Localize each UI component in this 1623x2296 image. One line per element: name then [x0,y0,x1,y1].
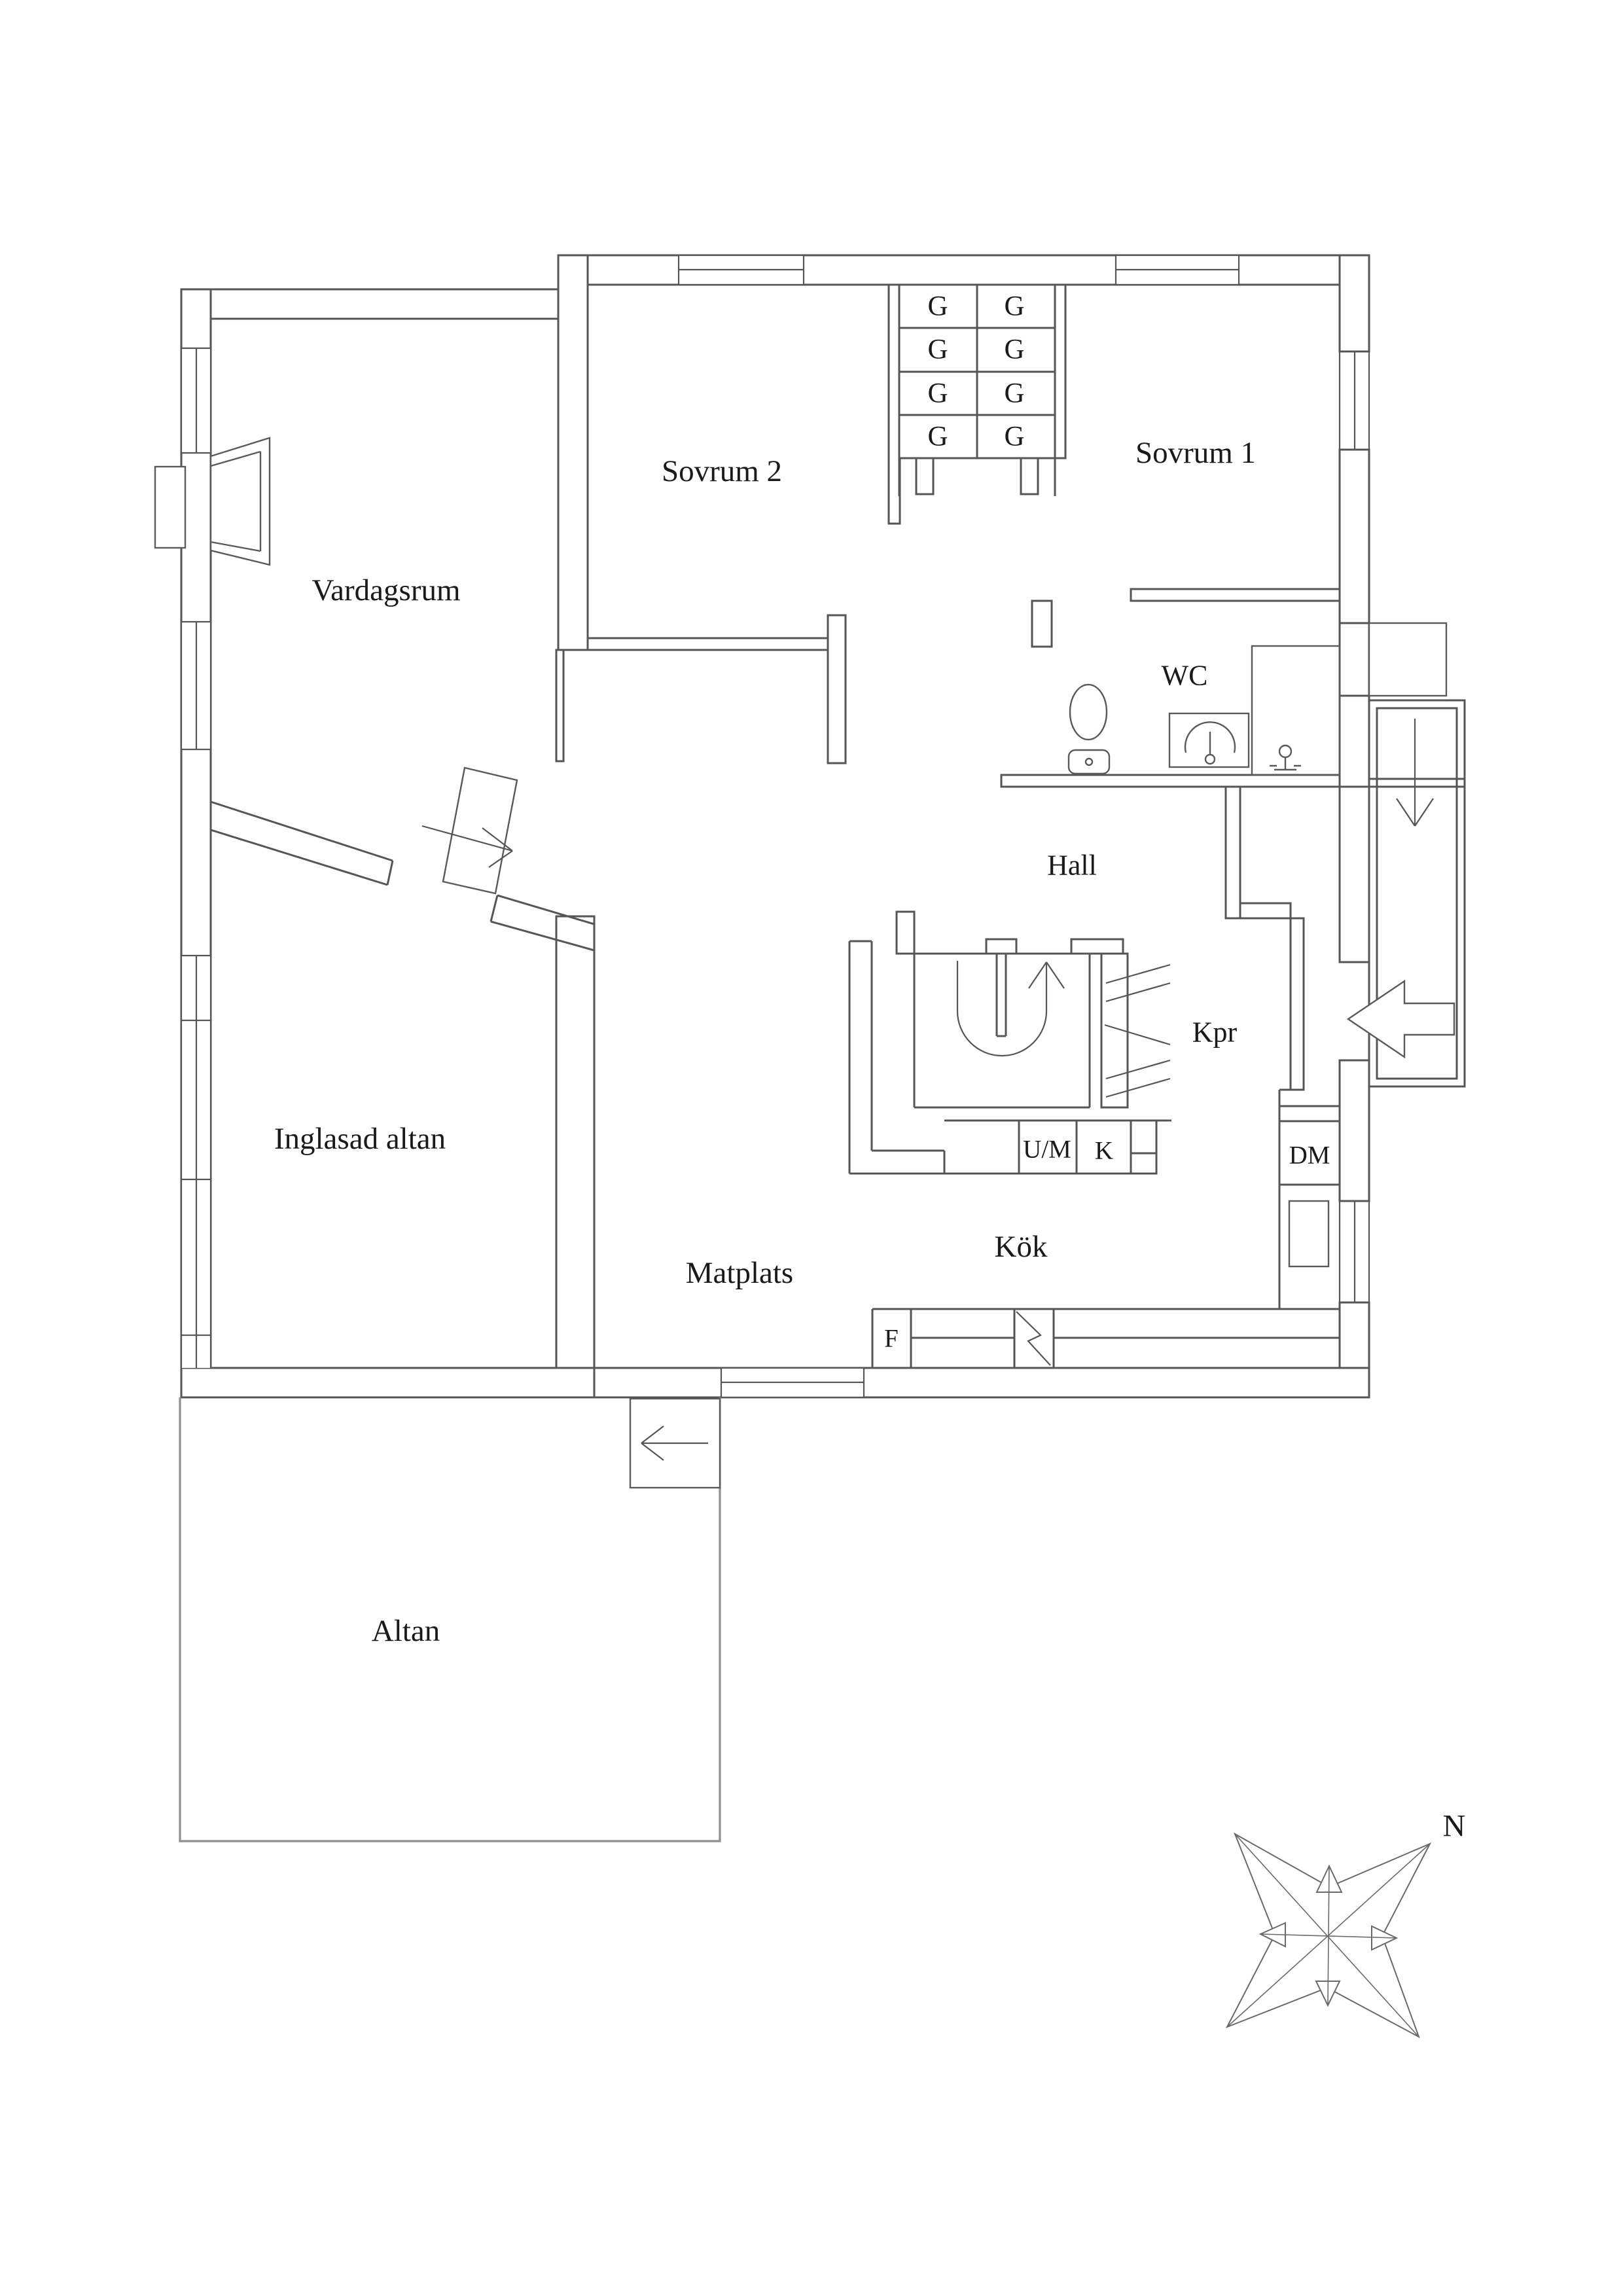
entrance-arrow-icon [1346,979,1455,1059]
altan-door-arrow-icon [641,1426,708,1461]
room-label-kok: Kök [995,1230,1048,1264]
wardrobe-label: G [927,422,948,452]
wardrobe-label: G [1004,422,1024,452]
exterior-walls [180,254,1370,1399]
wardrobe-label: G [927,378,948,409]
window-icon [180,347,212,454]
room-label-matplats: Matplats [686,1256,793,1290]
altan-deck [179,1397,721,1842]
toilet-icon [1067,683,1111,775]
door-leaf [442,766,518,895]
window-icon [677,254,805,286]
windows [180,254,1370,1399]
room-label-inglasad-altan: Inglasad altan [274,1122,446,1156]
compass-rose: N [1225,1809,1466,2039]
staircase [848,910,1171,1175]
porch-jut [1368,622,1448,697]
window-icon [720,1367,865,1399]
glazing-icon [180,954,212,1368]
sink-icon [1168,712,1250,768]
stove-icon [1016,1311,1051,1366]
stair-direction-path [956,961,1048,1057]
room-label-vardagsrum: Vardagsrum [312,573,460,607]
rail-hatches [1104,963,1171,1098]
window-icon [1115,254,1240,286]
kitchen-counters [871,1088,1340,1368]
appliance-label-fridge: K [1095,1137,1113,1165]
wardrobe-label: G [1004,291,1024,322]
steps-down-arrow-icon [1396,719,1434,827]
room-label-sovrum1: Sovrum 1 [1135,436,1256,470]
room-label-hall: Hall [1047,850,1097,882]
wardrobe-label: G [927,334,948,365]
diagonal-wall [210,766,595,952]
appliance-labels: U/M K DM F [884,1136,1330,1353]
room-label-kpr: Kpr [1192,1016,1238,1049]
fireplace-icon [154,437,271,566]
entrance-porch [1346,699,1466,1088]
up-arrow-icon [1028,961,1065,989]
room-label-sovrum2: Sovrum 2 [662,454,782,488]
room-labels: Vardagsrum Sovrum 2 Sovrum 1 WC Hall Kpr… [274,436,1256,1648]
wardrobe-label: G [1004,334,1024,365]
window-icon [1338,350,1370,451]
appliance-label-freezer: F [884,1325,899,1353]
window-icon [1338,1200,1370,1304]
wardrobe-label: G [1004,378,1024,409]
room-label-wc: WC [1162,660,1208,692]
fridge-box [1075,1119,1132,1175]
compass-north-label: N [1443,1809,1466,1844]
wc-fixtures [1067,622,1448,776]
appliance-label-dishwasher: DM [1289,1141,1330,1170]
wardrobe-grid: G G G G G G G G [898,283,1056,496]
wardrobe-label: G [927,291,948,322]
window-icon [180,620,212,751]
door-swing-arrow-icon [421,825,513,868]
shower-icon [1251,645,1341,776]
washer-box [1018,1119,1078,1175]
floor-drain-icon [1270,744,1301,771]
counter-sink [1288,1200,1330,1268]
appliance-label-washer: U/M [1023,1136,1071,1164]
room-label-altan: Altan [372,1614,440,1648]
